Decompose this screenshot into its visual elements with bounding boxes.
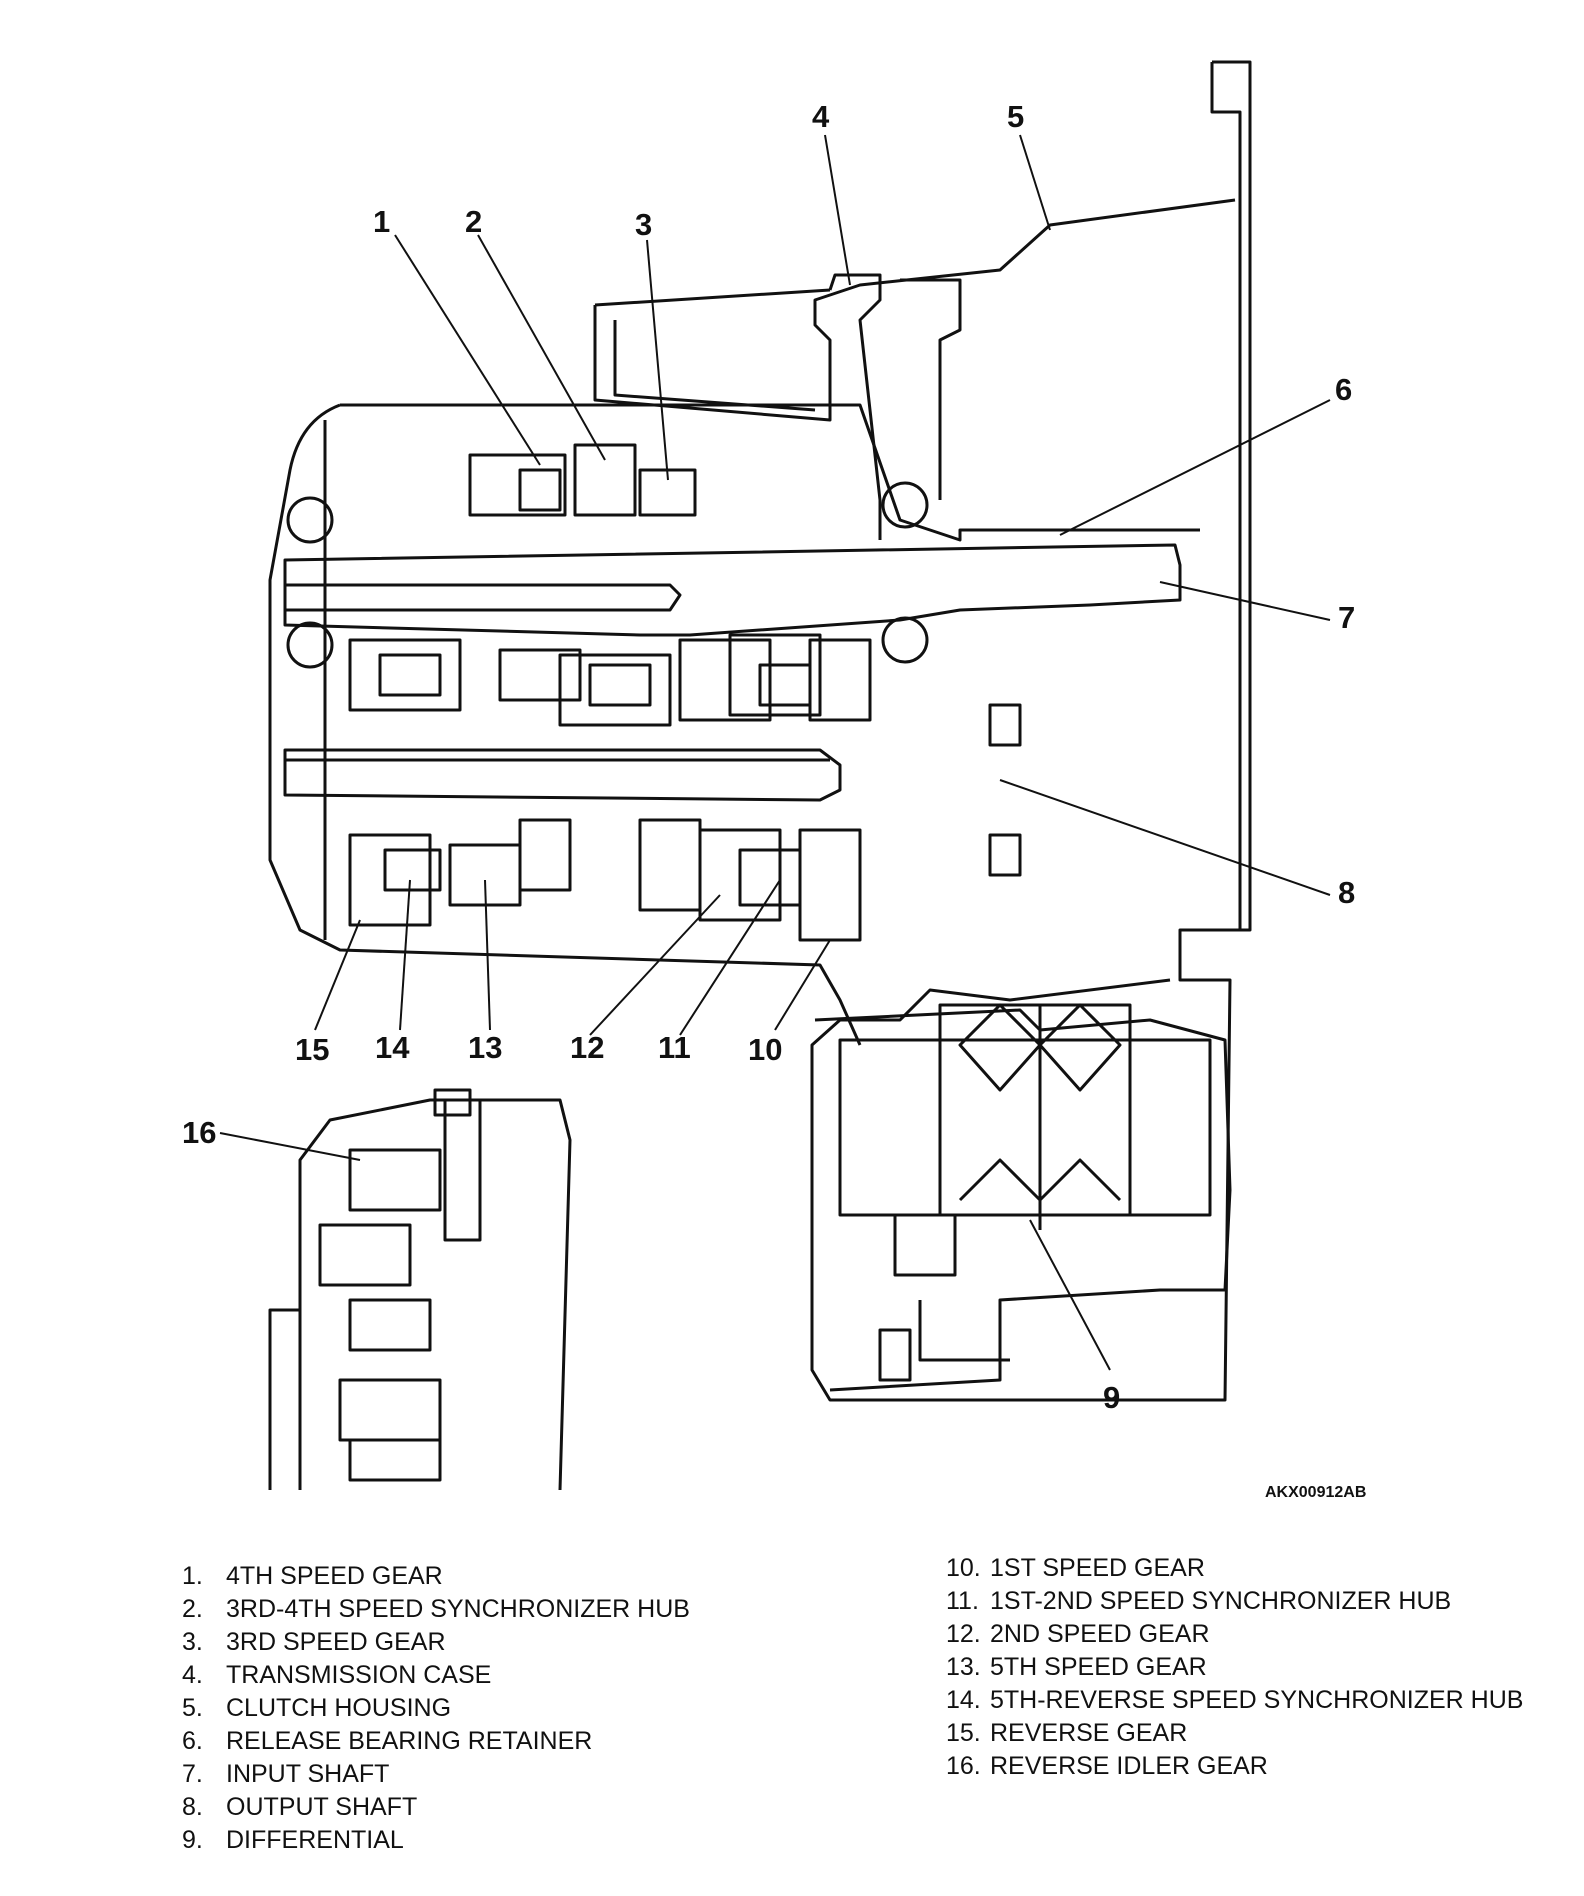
callout-12: 12	[570, 1030, 604, 1065]
reverse-idler-inset-outline	[268, 1098, 572, 1491]
differential-housing	[814, 1008, 1232, 1392]
legend-item-9: 9.DIFFERENTIAL	[182, 1826, 404, 1854]
callout-14: 14	[375, 1030, 410, 1065]
output-shaft	[283, 748, 842, 802]
synchronizer-hub-3-4	[573, 443, 637, 517]
reverse-gear	[348, 833, 432, 927]
legend-item-13: 13.5TH SPEED GEAR	[946, 1653, 1207, 1681]
bearing	[286, 496, 334, 544]
fourth-speed-gear	[468, 453, 567, 517]
callout-8: 8	[1338, 875, 1355, 910]
callout-2: 2	[465, 204, 482, 239]
legend-right: 10.1ST SPEED GEAR 11.1ST-2ND SPEED SYNCH…	[946, 1552, 1570, 1783]
legend-item-4: 4.TRANSMISSION CASE	[182, 1661, 492, 1689]
callout-6: 6	[1335, 372, 1352, 407]
legend-item-14: 14.5TH-REVERSE SPEED SYNCHRONIZER HUB	[946, 1686, 1524, 1714]
callout-1: 1	[373, 204, 390, 239]
callout-4: 4	[812, 99, 830, 134]
callout-9: 9	[1103, 1380, 1120, 1415]
legend-item-15: 15.REVERSE GEAR	[946, 1719, 1188, 1747]
legend-item-5: 5.CLUTCH HOUSING	[182, 1694, 452, 1722]
legend-item-10: 10.1ST SPEED GEAR	[946, 1554, 1205, 1582]
callout-11: 11	[658, 1030, 691, 1065]
clutch-housing-outline	[810, 60, 1252, 1402]
second-speed-gear	[698, 828, 782, 922]
legend-item-1: 1.4TH SPEED GEAR	[182, 1562, 443, 1590]
legend-item-16: 16.REVERSE IDLER GEAR	[946, 1752, 1268, 1780]
callout-3: 3	[635, 207, 652, 242]
callout-10: 10	[748, 1032, 782, 1067]
figure-code: AKX00912AB	[1265, 1484, 1366, 1500]
callout-15: 15	[295, 1032, 329, 1067]
transaxle-cross-section-diagram: 1 2 3 4 5 6 7 8 9 10 11 12 13 14 15 16 A…	[182, 60, 1366, 1500]
legend-left: 1.4TH SPEED GEAR 2.3RD-4TH SPEED SYNCHRO…	[182, 1560, 690, 1857]
input-shaft	[283, 543, 1182, 637]
fifth-reverse-synchronizer-hub	[383, 848, 442, 892]
legend-item-8: 8.OUTPUT SHAFT	[182, 1793, 418, 1821]
callout-13: 13	[468, 1030, 502, 1065]
callout-5: 5	[1007, 99, 1024, 134]
transmission-case-outline	[593, 198, 1236, 422]
first-speed-gear	[798, 828, 862, 942]
legend-item-12: 12.2ND SPEED GEAR	[946, 1620, 1210, 1648]
reverse-idler-gear	[348, 1148, 442, 1212]
legend-item-2: 2.3RD-4TH SPEED SYNCHRONIZER HUB	[182, 1595, 690, 1623]
legend-item-3: 3.3RD SPEED GEAR	[182, 1628, 446, 1656]
callout-7: 7	[1338, 600, 1355, 635]
legend-item-6: 6.RELEASE BEARING RETAINER	[182, 1727, 593, 1755]
legend-item-11: 11.1ST-2ND SPEED SYNCHRONIZER HUB	[946, 1587, 1452, 1615]
callout-16: 16	[182, 1115, 216, 1150]
legend-item-7: 7.INPUT SHAFT	[182, 1760, 390, 1788]
